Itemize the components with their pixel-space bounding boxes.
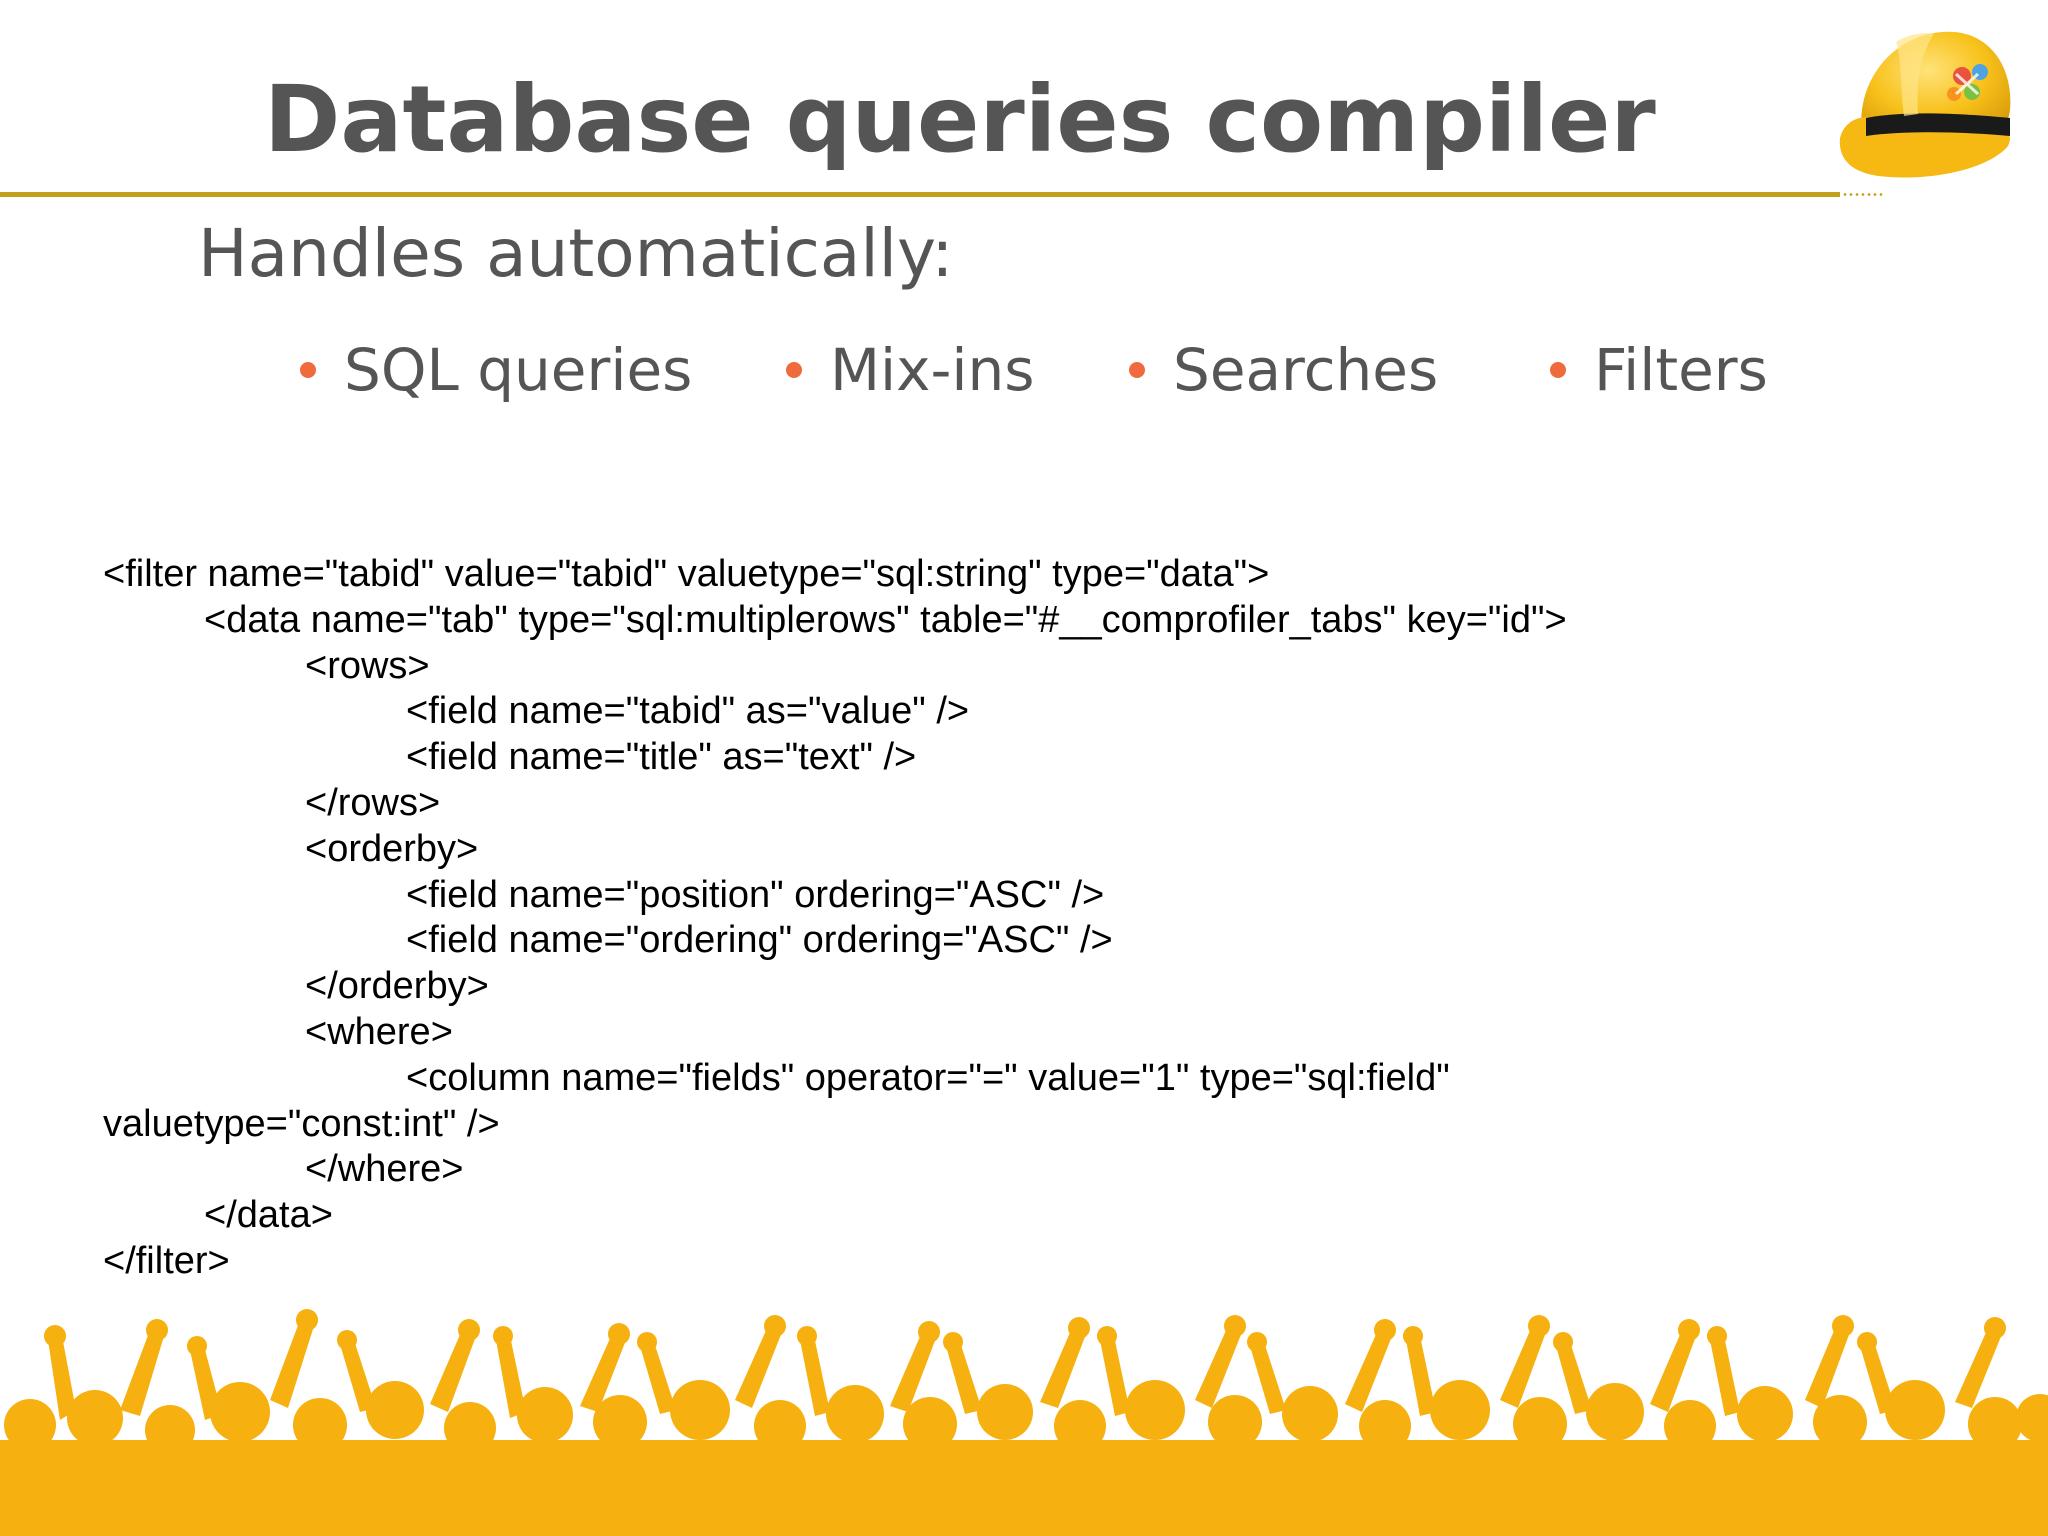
code-line: valuetype="const:int" /> bbox=[103, 1102, 500, 1145]
subtitle: Handles automatically: bbox=[198, 215, 954, 292]
code-line: </orderby> bbox=[305, 965, 489, 1008]
bullet-label: Mix-ins bbox=[830, 336, 1035, 404]
construction-helmet-icon bbox=[1839, 31, 2011, 178]
bullet-label: Filters bbox=[1594, 336, 1768, 404]
bullet-dot-icon bbox=[300, 361, 316, 378]
code-line: <field name="tabid" as="value" /> bbox=[406, 690, 970, 733]
code-line: <filter name="tabid" value="tabid" value… bbox=[103, 553, 1270, 595]
code-line: <field name="title" as="text" /> bbox=[406, 736, 917, 779]
code-line: </rows> bbox=[305, 781, 441, 824]
code-line: <where> bbox=[305, 1010, 453, 1053]
code-line: <column name="fields" operator="=" value… bbox=[406, 1056, 1450, 1099]
code-line: <data name="tab" type="sql:multiplerows"… bbox=[204, 598, 1567, 641]
cheering-crowd-silhouette bbox=[0, 1309, 2048, 1536]
code-line: <field name="position" ordering="ASC" /> bbox=[406, 873, 1105, 916]
bullet-filters: Filters bbox=[1550, 330, 1768, 410]
code-line: <orderby> bbox=[305, 827, 479, 870]
bullet-label: SQL queries bbox=[344, 336, 693, 404]
bullet-label: Searches bbox=[1173, 336, 1439, 404]
title-underline-dots bbox=[1842, 193, 1884, 196]
bullet-dot-icon bbox=[1129, 361, 1145, 378]
bullet-dot-icon bbox=[1550, 361, 1566, 378]
code-line: <rows> bbox=[305, 644, 430, 687]
bullet-dot-icon bbox=[786, 361, 802, 378]
xml-code-block: <filter name="tabid" value="tabid" value… bbox=[103, 552, 1567, 1285]
slide-title: Database queries compiler bbox=[264, 66, 1656, 173]
code-line: </data> bbox=[204, 1194, 333, 1237]
bullet-searches: Searches bbox=[1129, 330, 1438, 410]
code-line: </filter> bbox=[103, 1239, 230, 1282]
title-underline bbox=[0, 192, 1840, 197]
code-line: </where> bbox=[305, 1148, 464, 1191]
code-line: <field name="ordering" ordering="ASC" /> bbox=[406, 919, 1113, 962]
bullet-sql-queries: SQL queries bbox=[300, 330, 692, 410]
bullet-mix-ins: Mix-ins bbox=[786, 330, 1035, 410]
